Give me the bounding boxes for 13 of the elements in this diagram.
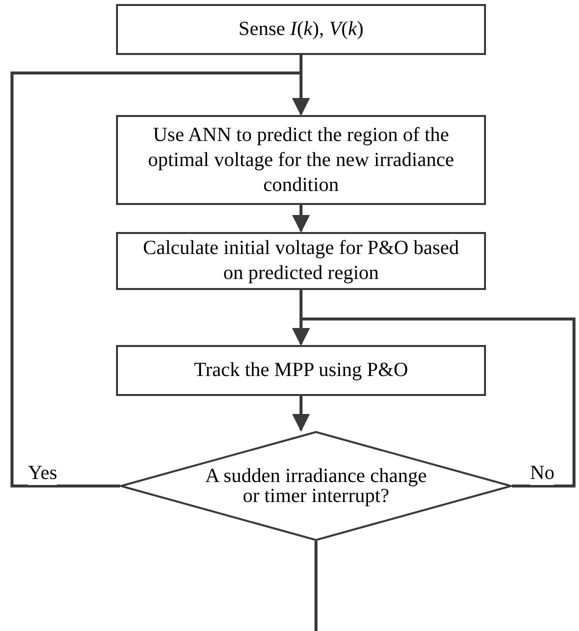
arrow [10,72,310,488]
arrow [292,205,310,233]
node-text: A sudden irradiance change or timer interrupt? [204,466,428,506]
process-box [116,345,486,396]
process-box [116,115,486,205]
process-box [116,232,486,290]
node-text: Sense I(k), V(k) [238,17,364,42]
node-text: Use ANN to predict the region of the optimal voltage for the new irradiance condition [147,122,455,198]
node-text: Calculate initial voltage for P&O based on predicted region [142,236,460,286]
process-box [116,4,486,55]
node-text: Track the MPP using P&O [194,358,408,383]
arrow [292,318,576,488]
arrow [292,396,310,432]
